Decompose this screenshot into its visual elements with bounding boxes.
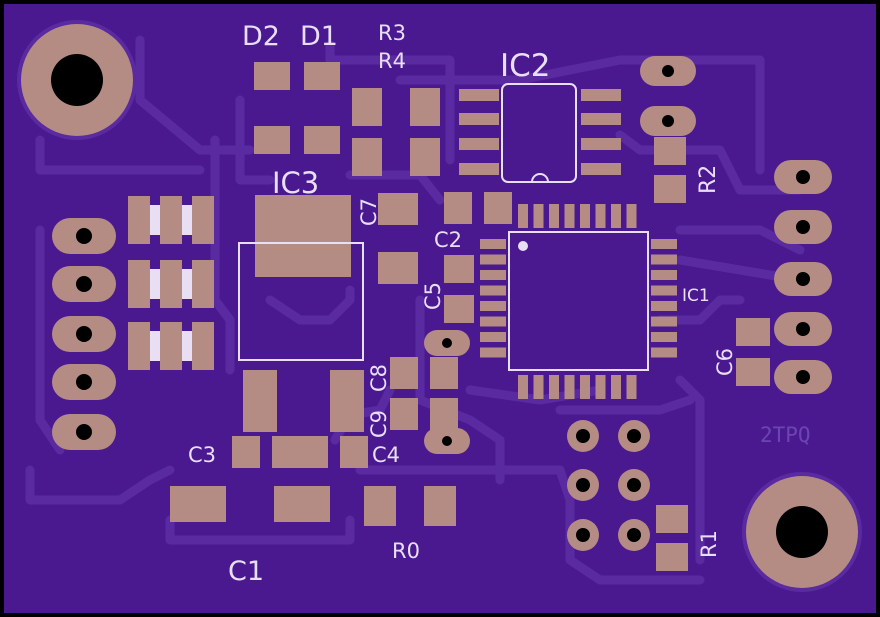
label-ic3: IC3 [272, 166, 319, 200]
ic1-pin-left [480, 239, 506, 249]
ic1-pin-left [480, 270, 506, 280]
mounting-hole-top-left [17, 20, 137, 140]
c5-pads [444, 255, 474, 323]
top-oval-pads [640, 56, 696, 136]
d1-pads [304, 62, 340, 154]
ic1-pin-right [651, 254, 677, 265]
label-c4: C4 [372, 443, 400, 467]
ic1-pin-left [480, 332, 506, 342]
r3-pads [352, 88, 382, 176]
ic1-pin-bottom [580, 375, 590, 399]
label-ic2: IC2 [500, 48, 551, 84]
r4-pads [410, 88, 440, 176]
r1-pads [656, 505, 688, 571]
label-r1: R1 [697, 530, 721, 558]
ic1-pin-top [626, 204, 637, 228]
ic1-pin-top [564, 204, 575, 228]
ic1-pin-left [480, 316, 506, 327]
c3-pads [232, 436, 300, 468]
ic1-pin-top [580, 204, 590, 228]
isp-header-pads [567, 420, 650, 551]
label-r3: R3 [378, 21, 406, 45]
ic1-pin-left [480, 254, 506, 265]
ic1-footprint [480, 204, 677, 399]
c1-pads [170, 486, 330, 522]
ic3-footprint [238, 195, 364, 432]
label-c9: C9 [367, 410, 391, 438]
ic1-pin-right [651, 301, 677, 311]
label-r4: R4 [378, 49, 406, 73]
ic1-pin-right [651, 270, 677, 280]
ic1-pin-bottom [564, 375, 575, 399]
d2-pads [254, 62, 290, 154]
right-header-pads [774, 160, 832, 394]
ic1-pin-top [549, 204, 559, 228]
label-r2: R2 [696, 165, 721, 194]
ic1-pin-top [611, 204, 621, 228]
ic1-pin-top [533, 204, 544, 228]
label-c1: C1 [228, 556, 264, 587]
ic1-pin-left [480, 285, 506, 296]
label-board-mark: 2TPQ [760, 423, 811, 447]
ic1-pin-right [651, 347, 677, 358]
label-c2: C2 [434, 228, 462, 252]
label-d1: D1 [300, 21, 338, 52]
ic1-pin-right [651, 316, 677, 327]
label-c5: C5 [421, 282, 445, 310]
left-header-pads [52, 218, 116, 450]
ic1-pin-bottom [533, 375, 544, 399]
ic1-pin-bottom [611, 375, 621, 399]
ic1-pin-bottom [595, 375, 606, 399]
ic1-pin-left [480, 347, 506, 358]
r0-pads [364, 486, 456, 526]
mid-oval-pads [424, 330, 470, 454]
ic1-pin-left [480, 301, 506, 311]
ic1-pin-bottom [518, 375, 528, 399]
ic1-pin-top [595, 204, 606, 228]
label-c8: C8 [367, 364, 391, 392]
c8-pads [390, 357, 458, 389]
label-c3: C3 [188, 443, 216, 467]
mounting-hole-bottom-right [742, 472, 862, 592]
label-c7: C7 [357, 198, 381, 226]
label-c6: C6 [713, 348, 737, 376]
c2-pads [444, 192, 512, 224]
c6-pads [736, 318, 770, 386]
c9-pads [390, 398, 458, 430]
c4-pads [300, 436, 368, 468]
label-d2: D2 [242, 21, 280, 52]
ic1-pin-right [651, 285, 677, 296]
resistor-array-3 [128, 322, 214, 370]
ic1-pin-right [651, 239, 677, 249]
ic1-pin-bottom [626, 375, 637, 399]
resistor-array-2 [128, 260, 214, 308]
ic1-pin-right [651, 332, 677, 342]
c7-pads [378, 193, 418, 284]
ic1-pin-bottom [549, 375, 559, 399]
ic2-footprint [459, 83, 621, 183]
label-r0: R0 [392, 539, 420, 563]
resistor-array-1 [128, 196, 214, 244]
r2-pads [654, 137, 686, 203]
ic1-pin-top [518, 204, 528, 228]
label-ic1: IC1 [682, 286, 710, 306]
